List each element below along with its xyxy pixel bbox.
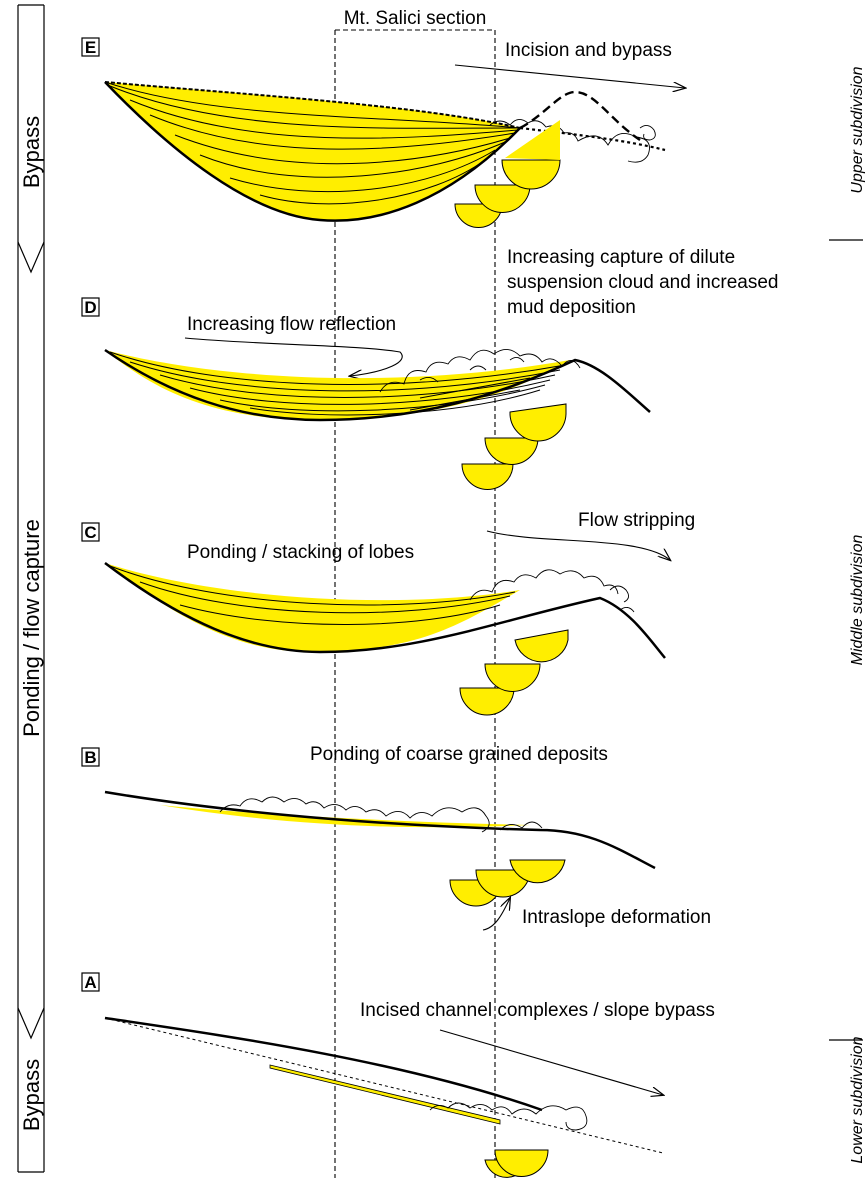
subdivision-column: Upper subdivision Middle subdivision Low… — [829, 66, 865, 1163]
panel-caption-line: mud deposition — [507, 297, 636, 318]
panel-caption-line: suspension cloud and increased — [507, 272, 778, 293]
panel-letter: A — [84, 973, 96, 992]
panel-caption: Incision and bypass — [505, 40, 672, 61]
panel-letter: B — [84, 748, 96, 767]
stage-label-bottom: Bypass — [19, 1059, 44, 1131]
panel-letter: E — [85, 38, 96, 57]
stage-column: Bypass Ponding / flow capture Bypass — [18, 5, 44, 1172]
panel-caption: Ponding / stacking of lobes — [187, 542, 414, 563]
panel-c: C Ponding / stacking of lobes Flow strip… — [82, 510, 695, 715]
panel-a: A Incised channel complexes / slope bypa… — [82, 973, 715, 1177]
panel-caption: Incised channel complexes / slope bypass — [360, 1000, 715, 1021]
panel-arrow-label: Intraslope deformation — [522, 907, 711, 928]
section-label: Mt. Salici section — [344, 8, 487, 29]
panel-caption: Ponding of coarse grained deposits — [310, 744, 608, 765]
stage-label-middle: Ponding / flow capture — [19, 519, 44, 737]
panel-letter: D — [84, 298, 96, 317]
subdivision-lower: Lower subdivision — [849, 1036, 865, 1163]
stage-label-top: Bypass — [19, 116, 44, 188]
sand-fill — [105, 563, 520, 652]
panel-b: B Ponding of coarse grained deposits Int… — [82, 744, 711, 930]
panel-letter: C — [84, 523, 96, 542]
sand-fill — [270, 1065, 500, 1124]
subdivision-upper: Upper subdivision — [849, 66, 865, 193]
stage-boundary-chevron — [18, 242, 44, 272]
stage-boundary-chevron — [18, 1008, 44, 1038]
panel-caption-line: Increasing capture of dilute — [507, 247, 735, 268]
panel-arrow-label: Increasing flow reflection — [187, 314, 396, 335]
subdivision-middle: Middle subdivision — [849, 535, 865, 666]
panel-d: D Increasing capture of dilute suspensio… — [82, 247, 778, 490]
panel-e: E Incision and bypass — [82, 38, 685, 228]
panel-arrow-label: Flow stripping — [578, 510, 695, 531]
